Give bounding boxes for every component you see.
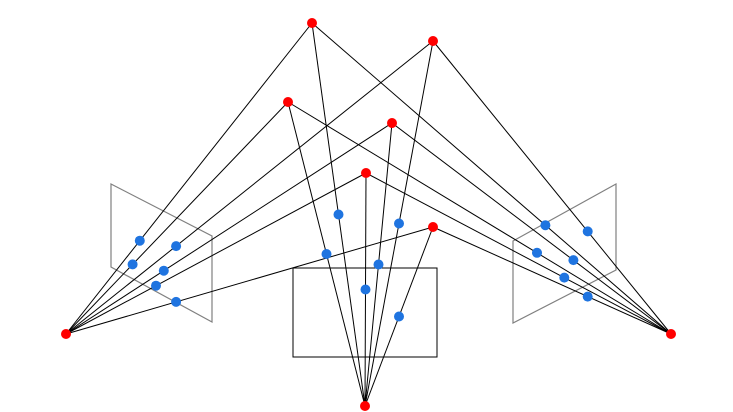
ray-left-camera-P6	[65, 226, 434, 335]
world-point-P6	[428, 222, 438, 232]
image-point-left-camera-P2	[171, 241, 182, 252]
image-point-center-camera-P2	[394, 218, 404, 229]
ray-right-camera-P2	[432, 40, 672, 335]
image-point-right-camera-P4	[568, 255, 579, 266]
ray-left-camera-P4	[65, 122, 393, 335]
image-points	[127, 209, 593, 322]
center-camera-image-plane	[292, 267, 438, 358]
projection-rays	[65, 22, 672, 407]
image-point-center-camera-P3	[321, 249, 332, 259]
ray-right-camera-P3	[287, 101, 672, 335]
world-point-P1	[307, 18, 317, 28]
right-camera-image-plane	[512, 182, 617, 324]
image-point-left-camera-P3	[127, 259, 138, 270]
image-point-center-camera-P6	[394, 311, 404, 322]
world-point-P3	[283, 97, 293, 107]
world-point-P5	[361, 168, 371, 178]
image-point-right-camera-P6	[582, 291, 593, 302]
camera-centers	[61, 329, 676, 411]
right-camera-center	[666, 329, 676, 339]
image-point-center-camera-P1	[333, 209, 344, 220]
image-point-right-camera-P3	[532, 247, 542, 258]
world-point-P4	[387, 118, 397, 128]
image-point-right-camera-P1	[540, 220, 551, 231]
image-point-left-camera-P5	[151, 280, 161, 291]
ray-left-camera-P1	[65, 22, 313, 335]
world-point-P2	[428, 36, 438, 46]
image-point-center-camera-P4	[373, 259, 384, 270]
image-point-left-camera-P1	[134, 235, 145, 246]
ray-right-camera-P5	[365, 172, 672, 335]
ray-left-camera-P3	[65, 101, 289, 335]
image-planes	[110, 182, 617, 358]
ray-left-camera-P5	[65, 172, 367, 335]
image-point-center-camera-P5	[360, 284, 371, 295]
image-point-left-camera-P6	[171, 296, 182, 307]
ray-right-camera-P6	[432, 226, 672, 335]
image-point-left-camera-P4	[158, 265, 169, 276]
left-camera-image-plane	[110, 183, 213, 324]
left-camera-center	[61, 329, 71, 339]
world-points	[283, 18, 438, 232]
ray-left-camera-P2	[65, 40, 434, 335]
image-point-right-camera-P5	[559, 272, 570, 283]
image-point-right-camera-P2	[582, 226, 593, 237]
ray-right-camera-P4	[391, 122, 672, 335]
center-camera-center	[360, 401, 370, 411]
ray-right-camera-P1	[311, 22, 672, 335]
